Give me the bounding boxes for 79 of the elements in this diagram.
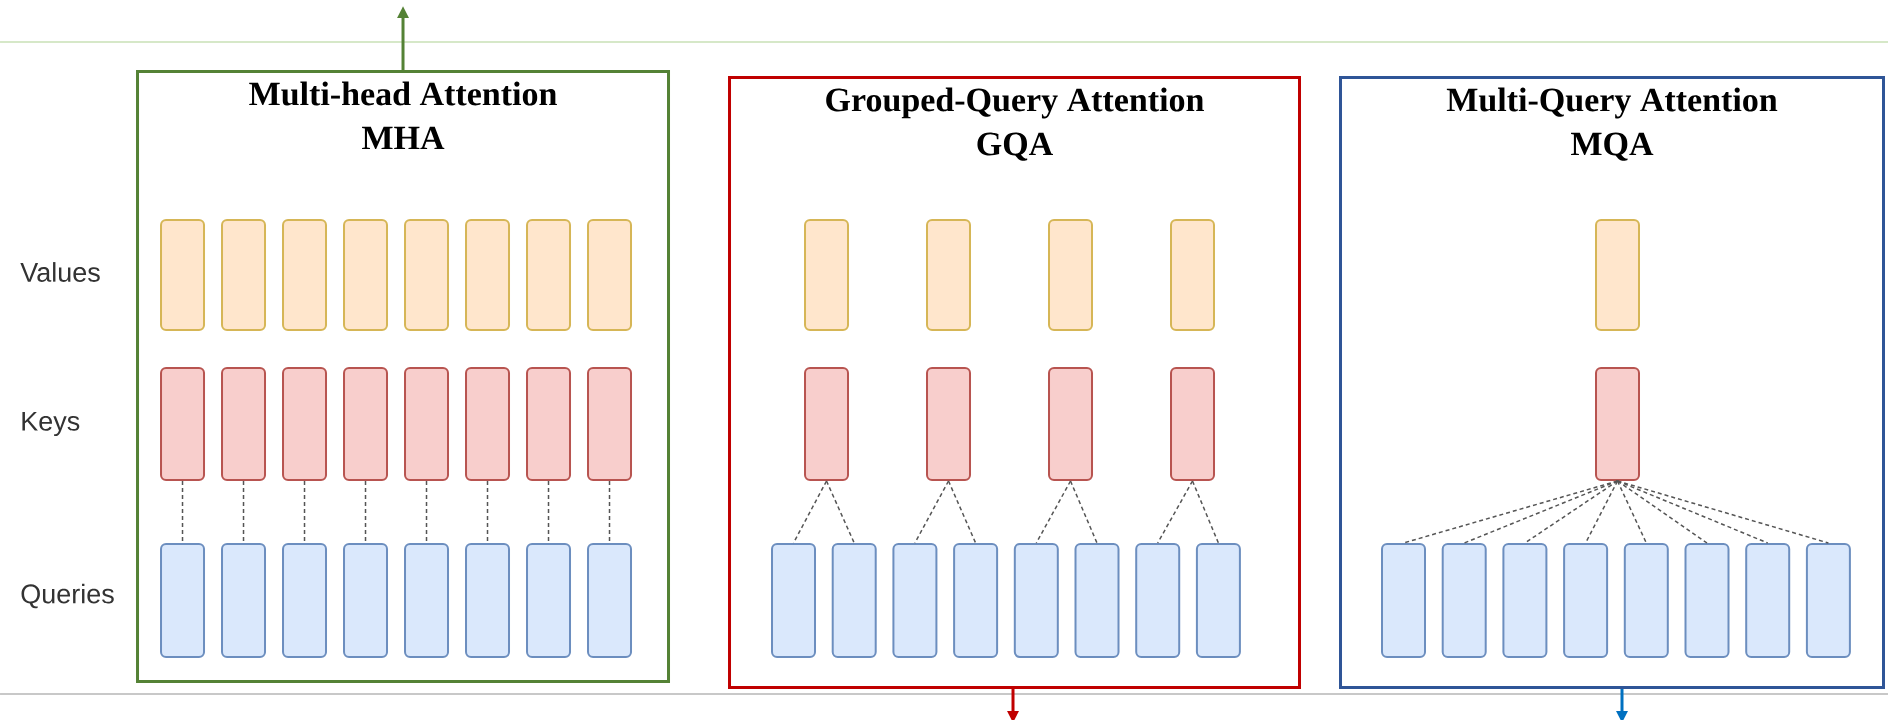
attention-panel: Multi-head Attention MHA [136,70,670,683]
query-box [1502,543,1548,658]
value-box [221,219,266,331]
key-box [160,367,205,481]
query-box [1623,543,1669,658]
dashed-connector [486,480,489,544]
query-box [526,543,571,658]
query-box [1563,543,1609,658]
value-box [343,219,388,331]
dashed-connector [242,480,245,544]
key-box [343,367,388,481]
value-box [465,219,510,331]
dashed-connector [547,480,550,544]
query-box [1805,543,1851,658]
attention-panel: Multi-Query Attention MQA [1339,76,1885,689]
query-box [1684,543,1730,658]
value-box [526,219,571,331]
dashed-connector [825,480,855,544]
dashed-connector [1616,480,1648,544]
query-box [1135,543,1181,658]
query-box [343,543,388,658]
value-box [1595,219,1640,331]
attention-panel: Grouped-Query Attention GQA [728,76,1301,689]
key-box [926,367,971,481]
query-box [282,543,327,658]
value-box [160,219,205,331]
query-box [953,543,999,658]
query-box [160,543,205,658]
dashed-connector [364,480,367,544]
dashed-connector [1616,480,1708,544]
key-box [1595,367,1640,481]
query-box [587,543,632,658]
query-box [1074,543,1120,658]
query-box [221,543,266,658]
query-box [1745,543,1791,658]
dashed-connector [1156,480,1194,544]
query-box [1195,543,1241,658]
value-box [587,219,632,331]
value-box [926,219,971,331]
value-box [804,219,849,331]
value-box [1170,219,1215,331]
dashed-connector [1616,480,1830,544]
key-box [282,367,327,481]
key-box [221,367,266,481]
key-box [404,367,449,481]
dashed-connector [914,480,950,544]
key-box [587,367,632,481]
row-label: Values [20,262,100,282]
dashed-connector [303,480,306,544]
key-box [1048,367,1093,481]
row-label: Keys [22,411,80,437]
key-box [465,367,510,481]
key-box [526,367,571,481]
dashed-connector [1584,480,1619,544]
query-box [1381,543,1426,658]
row-label: Queries [21,583,114,609]
value-box [1048,219,1093,331]
arrow [1616,689,1628,720]
query-box [404,543,449,658]
query-box [1013,543,1059,658]
dashed-connector [947,480,977,544]
value-box [404,219,449,331]
dashed-connector [1402,480,1619,544]
query-box [771,543,816,658]
key-box [1170,367,1215,481]
query-box [465,543,510,658]
key-box [804,367,849,481]
dashed-connector [425,480,428,544]
query-box [892,543,938,658]
dashed-connector [1616,480,1769,544]
dashed-connector [1524,480,1619,544]
value-box [282,219,327,331]
dashed-connector [608,480,611,544]
query-box [1441,543,1487,658]
dashed-connector [1069,480,1098,544]
query-box [831,543,877,658]
dashed-connector [181,480,184,544]
dashed-connector [1035,480,1072,544]
dashed-connector [1191,480,1220,544]
